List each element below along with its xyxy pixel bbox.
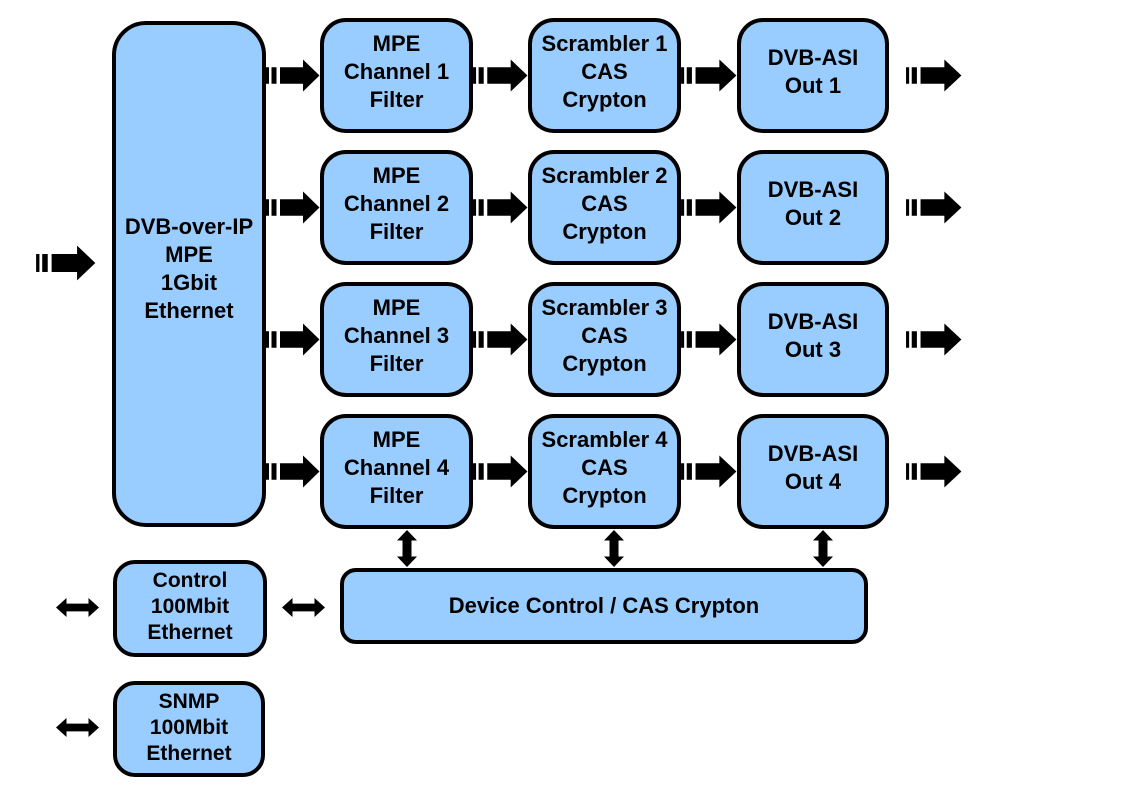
main-input-striped-right-arrow-icon: [35, 244, 97, 282]
channel-2-scrambler-to-asi-arrow-icon: [680, 190, 738, 225]
channel-2-filter-to-scrambler-arrow-icon: [472, 190, 529, 225]
asi-device-link-double-vertical-arrow-icon: [811, 529, 835, 568]
scrambler-device-link-double-vertical-arrow-icon: [602, 529, 626, 568]
control-device-double-horizontal-arrow-icon: [281, 596, 326, 619]
channel-2-output-arrow-icon: [905, 190, 963, 225]
channel-4-scrambler-to-asi-arrow-icon: [680, 454, 738, 489]
device-control-block: Device Control / CAS Crypton: [340, 568, 868, 644]
channel-1-scrambler-to-asi-arrow-icon: [680, 58, 738, 93]
channel-4-filter-to-scrambler-arrow-icon: [472, 454, 529, 489]
snmp-external-double-horizontal-arrow-icon: [55, 716, 100, 739]
channel-1-filter-to-scrambler-arrow-icon: [472, 58, 529, 93]
filter-device-link-double-vertical-arrow-icon: [395, 529, 419, 568]
channel-3-input-arrow-icon: [265, 322, 321, 357]
channel-3-filter-to-scrambler-arrow-icon: [472, 322, 529, 357]
channel-4-output-arrow-icon: [905, 454, 963, 489]
channel-1-output-arrow-icon: [905, 58, 963, 93]
control-external-double-horizontal-arrow-icon: [55, 596, 100, 619]
channel-2-input-arrow-icon: [265, 190, 321, 225]
channel-4-input-arrow-icon: [265, 454, 321, 489]
channel-3-output-arrow-icon: [905, 322, 963, 357]
channel-1-input-arrow-icon: [265, 58, 321, 93]
device-control-label: Device Control / CAS Crypton: [448, 593, 760, 618]
channel-3-scrambler-to-asi-arrow-icon: [680, 322, 738, 357]
